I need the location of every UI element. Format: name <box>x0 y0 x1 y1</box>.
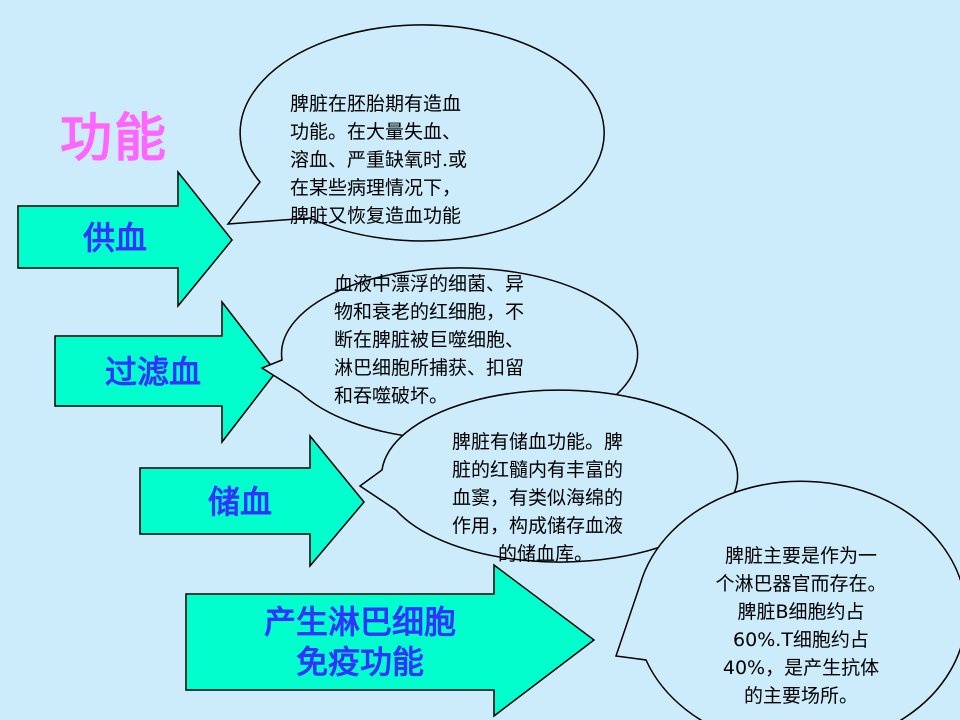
arrow-lymphocyte <box>185 563 596 718</box>
desc-line: 脾脏主要是作为一 <box>724 545 877 567</box>
desc-line: 脾脏在胚胎期有造血 <box>290 93 462 115</box>
desc-line: 血液中漂浮的细菌、异 <box>334 273 525 295</box>
bubble-store-blood <box>358 389 739 563</box>
label-lymphocyte-line-2: 免疫功能 <box>295 643 424 681</box>
label-lymphocyte-line-1: 产生淋巴细胞 <box>263 603 456 641</box>
desc-line: 血窦，有类似海绵的 <box>452 487 624 509</box>
desc-line: 和吞噬破坏。 <box>334 385 449 407</box>
desc-line: 的储血库。 <box>498 543 594 565</box>
desc-lymphocyte: 脾脏主要是作为一 个淋巴器官而存在。 脾脏B细胞约占 60%.T细胞约占 40%… <box>686 542 916 710</box>
label-store-blood: 储血 <box>207 483 272 521</box>
desc-line: 功能。在大量失血、 <box>290 121 462 143</box>
desc-line: 个淋巴器官而存在。 <box>715 573 887 595</box>
label-filter-blood: 过滤血 <box>104 353 201 391</box>
bubble-supply-blood <box>226 24 605 242</box>
desc-line: 脏的红髓内有丰富的 <box>452 459 624 481</box>
label-lymphocyte: 产生淋巴细胞 免疫功能 <box>210 602 510 682</box>
desc-line: 作用，构成储存血液 <box>452 515 624 537</box>
desc-filter-blood: 血液中漂浮的细菌、异 物和衰老的红细胞，不 断在脾脏被巨噬细胞、 淋巴细胞所捕获… <box>334 270 594 410</box>
desc-line: 淋巴细胞所捕获、扣留 <box>334 357 525 379</box>
desc-line: 的主要场所。 <box>743 685 858 707</box>
desc-store-blood: 脾脏有储血功能。脾 脏的红髓内有丰富的 血窦，有类似海绵的 作用，构成储存血液 … <box>452 428 692 568</box>
bubble-lymphocyte <box>614 480 960 720</box>
desc-line: 物和衰老的红细胞，不 <box>334 301 525 323</box>
desc-line: 40%，是产生抗体 <box>722 657 880 679</box>
desc-line: 脾脏有储血功能。脾 <box>452 431 624 453</box>
arrow-supply-blood <box>17 169 233 309</box>
desc-line: 断在脾脏被巨噬细胞、 <box>334 329 525 351</box>
desc-line: 溶血、严重缺氧时.或 <box>290 149 468 171</box>
desc-line: 脾脏又恢复造血功能 <box>290 205 462 227</box>
desc-line: 脾脏B细胞约占 <box>737 601 865 623</box>
label-supply-blood: 供血 <box>82 219 147 257</box>
desc-supply-blood: 脾脏在胚胎期有造血 功能。在大量失血、 溶血、严重缺氧时.或 在某些病理情况下，… <box>290 90 530 230</box>
page-title: 功能 <box>60 109 169 169</box>
desc-line: 在某些病理情况下， <box>290 177 462 199</box>
desc-line: 60%.T细胞约占 <box>733 629 869 651</box>
arrow-store-blood <box>139 433 365 569</box>
arrow-filter-blood <box>54 299 277 445</box>
